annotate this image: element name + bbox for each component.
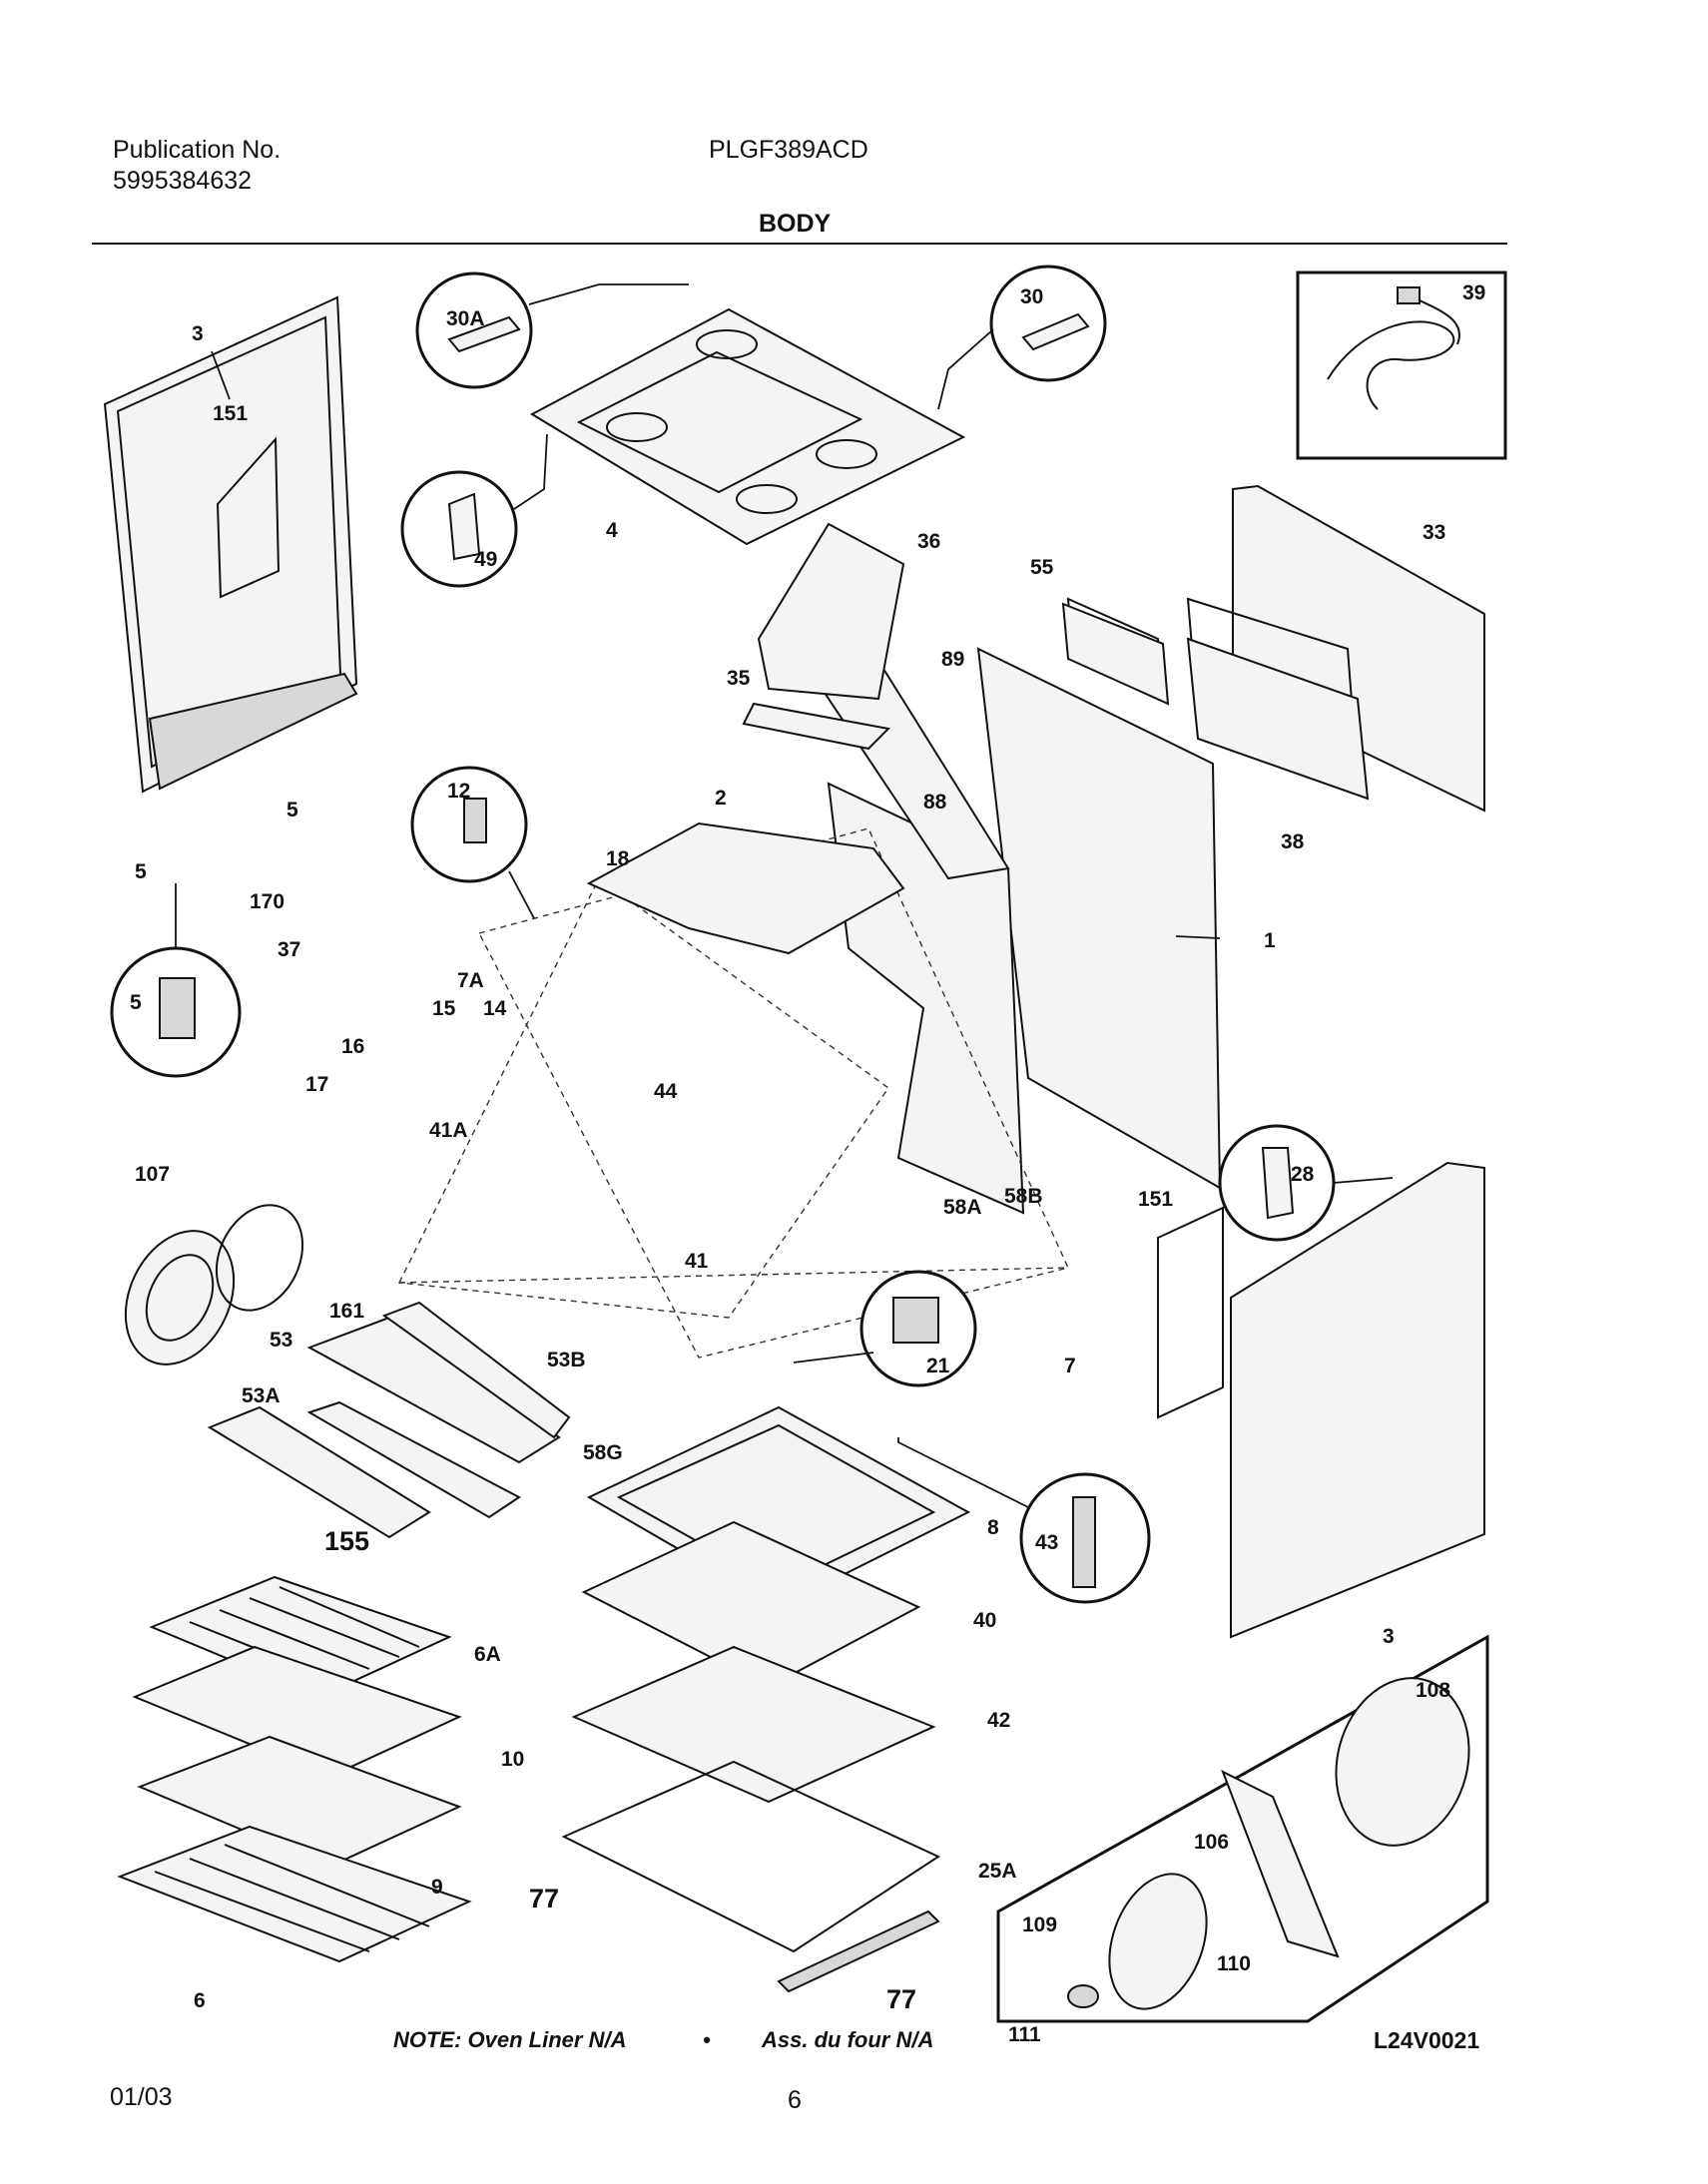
label-25A: 25A (978, 1860, 1017, 1883)
page-number: 6 (788, 2086, 802, 2114)
leader-lines (175, 283, 1394, 1508)
note-french: Ass. du four N/A (761, 2027, 933, 2052)
label-6A: 6A (474, 1643, 501, 1666)
callout-glyphs (159, 312, 1295, 1588)
label-58A: 58A (943, 1196, 982, 1219)
label-30: 30 (1020, 285, 1043, 308)
label-2: 2 (715, 787, 727, 810)
label-14: 14 (483, 997, 507, 1020)
label-49: 49 (474, 548, 497, 571)
label-53B: 53B (547, 1349, 586, 1371)
label-33: 33 (1423, 521, 1445, 544)
note-english: NOTE: Oven Liner N/A (393, 2027, 626, 2052)
label-88: 88 (923, 791, 947, 814)
label-107: 107 (135, 1163, 170, 1186)
oven-rack-6 (117, 1825, 472, 1963)
broiler-divider (586, 821, 905, 955)
label-35: 35 (727, 667, 751, 690)
right-side-panel (1157, 1161, 1485, 1639)
diagram-code: L24V0021 (1374, 2027, 1479, 2053)
label-58G: 58G (583, 1441, 623, 1464)
label-40: 40 (973, 1609, 996, 1632)
footer-date: 01/03 (110, 2083, 173, 2111)
label-151-right: 151 (1138, 1188, 1173, 1211)
label-77-b: 77 (886, 1984, 916, 2014)
label-30A: 30A (446, 307, 485, 330)
label-41: 41 (685, 1250, 709, 1273)
label-12: 12 (447, 780, 470, 803)
label-5-c: 5 (130, 991, 142, 1014)
cooktop-top (529, 307, 966, 546)
fan-motor-inset (996, 1634, 1489, 2023)
label-106: 106 (1194, 1831, 1229, 1854)
label-161: 161 (329, 1300, 364, 1323)
publication-label: Publication No. (113, 136, 282, 164)
label-3-right: 3 (1383, 1625, 1395, 1648)
label-37: 37 (278, 938, 300, 961)
left-panel-bracket (216, 436, 281, 599)
part-labels: 3 151 30A 30 39 4 49 36 33 55 35 89 88 3… (130, 281, 1485, 2046)
convection-fan (124, 1204, 304, 1365)
label-5-b: 5 (135, 860, 147, 883)
label-18: 18 (606, 847, 630, 870)
label-111: 111 (1008, 2023, 1041, 2046)
label-36: 36 (917, 530, 940, 553)
label-170: 170 (250, 890, 285, 913)
label-4: 4 (606, 519, 618, 542)
label-41A: 41A (429, 1119, 468, 1142)
label-89: 89 (941, 648, 964, 671)
wiring-harness-inset (1296, 271, 1507, 460)
label-6: 6 (194, 1989, 206, 2012)
label-43: 43 (1035, 1531, 1058, 1554)
label-10: 10 (501, 1748, 524, 1771)
label-58B: 58B (1004, 1185, 1043, 1208)
label-155: 155 (324, 1526, 369, 1556)
oven-bottom-pan (571, 1645, 936, 1804)
label-53A: 53A (242, 1384, 281, 1407)
label-5-a: 5 (286, 799, 298, 821)
model-number: PLGF389ACD (709, 136, 868, 164)
label-15: 15 (432, 997, 456, 1020)
label-21: 21 (926, 1355, 950, 1377)
label-108: 108 (1416, 1679, 1450, 1702)
label-3-left: 3 (192, 322, 204, 345)
oven-heat-shield (581, 1520, 921, 1689)
vent-assemblies (207, 1301, 571, 1539)
label-55: 55 (1030, 556, 1054, 579)
callout-circle-30 (989, 265, 1107, 382)
label-44: 44 (654, 1080, 678, 1103)
label-7A: 7A (457, 969, 484, 992)
section-title: BODY (759, 210, 832, 238)
drawer-frame (561, 1760, 941, 1993)
note-bullet: • (703, 2027, 711, 2052)
upper-bracket (742, 522, 905, 751)
label-38: 38 (1281, 830, 1305, 853)
label-110: 110 (1217, 1952, 1251, 1975)
label-17: 17 (305, 1073, 328, 1096)
label-1: 1 (1264, 929, 1276, 952)
label-53: 53 (270, 1329, 292, 1352)
label-42: 42 (987, 1709, 1010, 1732)
label-151-left: 151 (213, 402, 248, 425)
label-39: 39 (1462, 281, 1485, 304)
publication-number: 5995384632 (113, 167, 253, 195)
header-divider (92, 243, 1507, 245)
label-28: 28 (1291, 1163, 1315, 1186)
label-8: 8 (987, 1516, 999, 1539)
label-9: 9 (431, 1876, 443, 1899)
label-16: 16 (341, 1035, 364, 1058)
label-77-a: 77 (529, 1884, 559, 1913)
label-7: 7 (1064, 1355, 1076, 1377)
back-cover-panels (1061, 602, 1370, 801)
label-109: 109 (1022, 1913, 1057, 1936)
